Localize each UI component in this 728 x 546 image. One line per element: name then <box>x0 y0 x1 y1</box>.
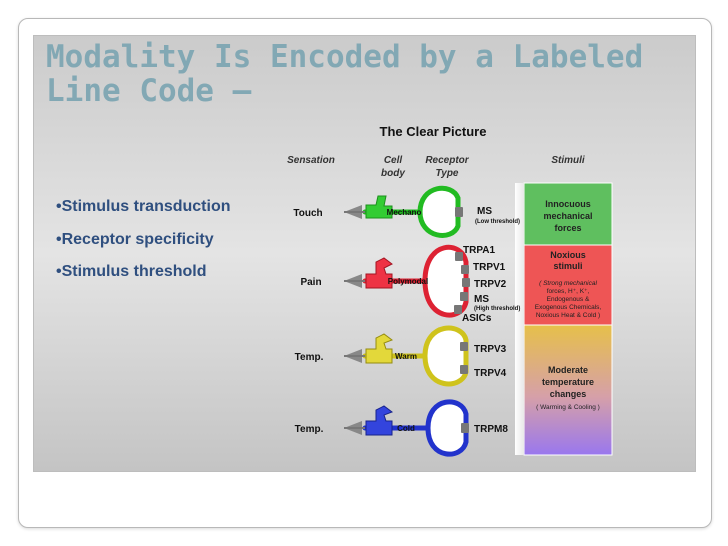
receptor-channel-icon <box>462 278 470 287</box>
receptor-channel-icon <box>461 423 469 433</box>
sensation-label: Temp. <box>295 424 324 435</box>
bullet-item: •Stimulus threshold <box>56 263 207 280</box>
receptor-channel-icon <box>454 305 462 314</box>
cell-body-warm <box>365 333 394 364</box>
sensation-label: Temp. <box>295 352 324 363</box>
header-stimuli: Stimuli <box>551 155 585 166</box>
cell-body-cold <box>365 405 394 436</box>
receptor-label: MS <box>474 294 489 305</box>
stimulus-innocuous: Innocuous <box>545 199 591 209</box>
cell-label: Mechano <box>387 208 422 217</box>
receptor-channel-icon <box>455 207 463 217</box>
slide-title: Modality Is Encoded by a Labeled Line Co… <box>46 39 644 109</box>
cell-label: Polymodal <box>388 277 428 286</box>
cell-body-polymodal <box>365 257 393 289</box>
header-receptor-type: Type <box>436 168 459 179</box>
cell-body-mechano <box>365 195 393 219</box>
receptor-channel-icon <box>460 292 468 301</box>
sensation-label: Pain <box>300 277 321 288</box>
receptor-channel-icon <box>460 342 468 351</box>
stimulus-moderate: changes <box>550 389 587 399</box>
stimulus-bar-innocuous <box>523 182 613 246</box>
stimulus-moderate: temperature <box>542 377 594 387</box>
sensation-label: Touch <box>293 208 322 219</box>
stimulus-noxious-detail: Noxious Heat & Cold ) <box>536 312 600 319</box>
stimulus-moderate: Moderate <box>548 365 588 375</box>
bullet-item: •Stimulus transduction <box>56 198 231 215</box>
header-receptor-type: Receptor <box>425 155 469 166</box>
header-sensation: Sensation <box>287 155 335 166</box>
header-cell-body: body <box>381 168 405 179</box>
stimulus-noxious: Noxious <box>550 250 586 260</box>
stimulus-innocuous: mechanical <box>543 211 592 221</box>
stimulus-bar-noxious <box>523 244 613 326</box>
receptor-label: TRPV1 <box>473 262 506 273</box>
receptor-label: TRPM8 <box>474 424 508 435</box>
header-cell-body: Cell <box>384 155 403 166</box>
receptor-channel-icon <box>461 265 469 274</box>
bullet-list: •Stimulus transduction •Receptor specifi… <box>56 196 231 294</box>
receptor-threshold-label: (High threshold) <box>474 306 520 312</box>
cell-label: Warm <box>395 352 417 361</box>
receptor-label: MS <box>477 206 492 217</box>
receptor-threshold-label: (Low threshold) <box>475 219 520 225</box>
stimulus-noxious: stimuli <box>553 261 582 271</box>
stimulus-noxious-detail: ( Strong mechanical <box>539 280 597 287</box>
stimulus-noxious-detail: forces, H⁺, K⁺, <box>547 288 590 295</box>
figure-title: The Clear Picture <box>380 124 487 139</box>
stimulus-innocuous: forces <box>554 223 581 233</box>
receptor-label: TRPV3 <box>474 344 507 355</box>
cell-label: Cold <box>397 424 415 433</box>
receptor-label: TRPV4 <box>474 368 507 379</box>
stimulus-bar-side <box>515 183 524 455</box>
stimulus-noxious-detail: Endogenous & <box>547 296 590 303</box>
receptor-channel-icon <box>460 365 468 374</box>
stimulus-moderate-detail: ( Warming & Cooling ) <box>536 404 600 411</box>
receptor-channel-icon <box>455 252 463 261</box>
receptor-label: TRPA1 <box>463 245 495 256</box>
receptor-label: ASICs <box>462 313 492 324</box>
receptor-label: TRPV2 <box>474 279 507 290</box>
stimulus-bar-temperature <box>523 324 613 456</box>
bullet-item: •Receptor specificity <box>56 230 214 248</box>
stimulus-noxious-detail: Exogenous Chemicals, <box>535 304 602 311</box>
